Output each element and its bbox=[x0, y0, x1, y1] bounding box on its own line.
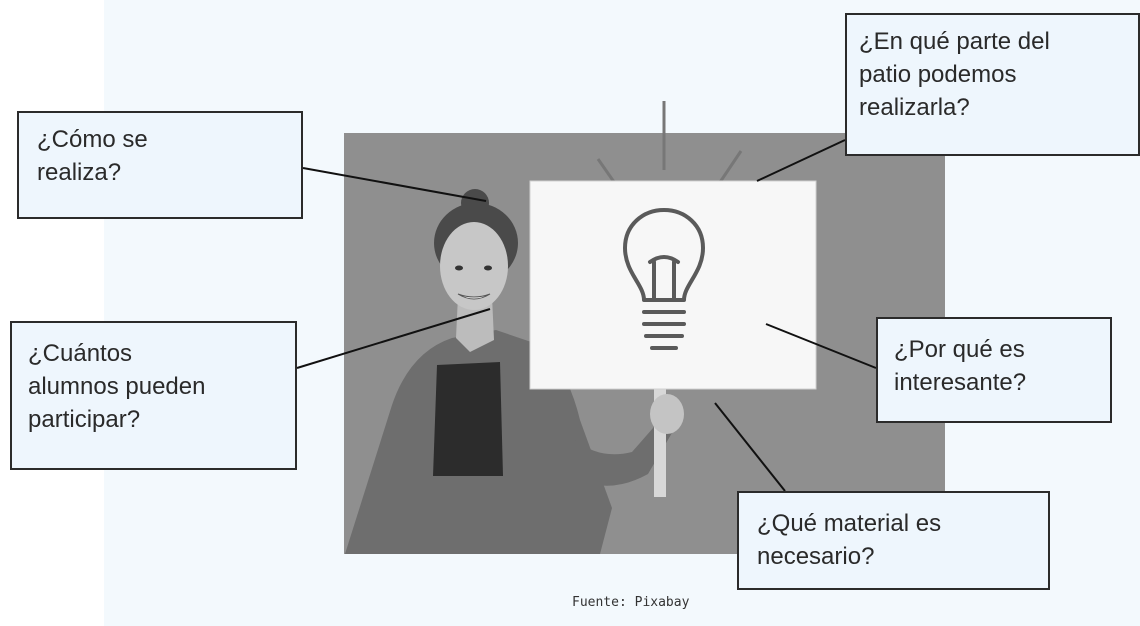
question-text-line: interesante? bbox=[894, 369, 1027, 396]
connector-lines bbox=[296, 139, 877, 492]
connector-cuantos bbox=[296, 308, 491, 369]
connector-porque bbox=[765, 323, 877, 369]
woman-arm bbox=[575, 420, 676, 486]
connector-donde bbox=[756, 139, 846, 182]
question-text-line: ¿Qué material es bbox=[757, 510, 942, 537]
question-box-como-se-realiza: ¿Cómo se realiza? bbox=[17, 111, 303, 219]
woman-shirt bbox=[433, 362, 503, 476]
question-text-line: ¿En qué parte del bbox=[859, 28, 1050, 55]
connector-como bbox=[302, 167, 487, 202]
question-text-line: patio podemos bbox=[859, 61, 1017, 88]
question-text-line: ¿Cómo se bbox=[37, 126, 148, 153]
connector-material bbox=[714, 402, 786, 492]
question-text-line: alumnos pueden bbox=[28, 373, 206, 400]
question-text-line: necesario? bbox=[757, 543, 875, 570]
source-caption: Fuente: Pixabay bbox=[572, 595, 690, 610]
question-text-line: ¿Por qué es bbox=[894, 336, 1025, 363]
question-box-por-que-interesante: ¿Por qué es interesante? bbox=[876, 317, 1112, 423]
question-box-cuantos-alumnos: ¿Cuántos alumnos pueden participar? bbox=[10, 321, 297, 470]
question-text-line: participar? bbox=[28, 406, 141, 433]
question-text-line: ¿Cuántos bbox=[28, 340, 133, 367]
question-box-donde-realizarla: ¿En qué parte del patio podemos realizar… bbox=[845, 13, 1140, 156]
woman-face bbox=[440, 222, 508, 310]
woman-face-features bbox=[455, 265, 492, 300]
woman-hair-bun bbox=[461, 189, 489, 217]
question-text-line: realiza? bbox=[37, 159, 122, 186]
question-text-line: realizarla? bbox=[859, 94, 970, 121]
lightbulb-icon bbox=[623, 208, 705, 350]
woman-hand bbox=[650, 394, 684, 434]
question-box-que-material: ¿Qué material es necesario? bbox=[737, 491, 1050, 590]
